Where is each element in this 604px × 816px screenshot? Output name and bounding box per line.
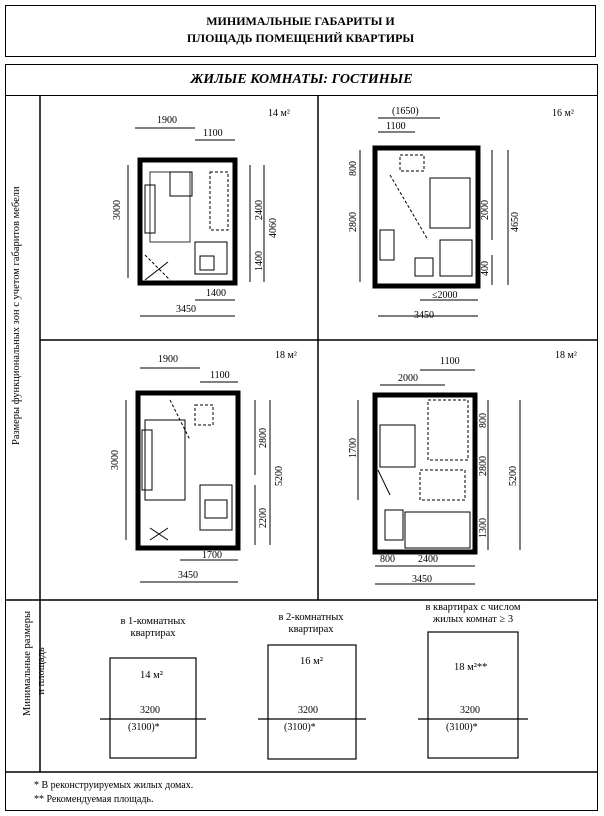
plan4-dim-bottom-a: 800 xyxy=(380,554,395,565)
table-grid xyxy=(5,95,597,773)
plan-16m2: 16 м² (1650) 1100 800 2800 2000 4650 400… xyxy=(348,106,574,321)
plan4-dim-right-d: 1300 xyxy=(478,518,489,538)
min2-area: 16 м² xyxy=(300,656,323,667)
min3-width: 3200 xyxy=(460,705,480,716)
plan4-dim-top-b: 2000 xyxy=(398,373,418,384)
plan2-dim-bottom-b: 3450 xyxy=(414,310,434,321)
plan1-dim-top-b: 1100 xyxy=(203,128,223,139)
main-table: ЖИЛЫЕ КОМНАТЫ: ГОСТИНЫЕ xyxy=(5,64,598,811)
plan2-dim-right-a: 2000 xyxy=(480,200,491,220)
min1-width-reconstructed: (3100)* xyxy=(128,722,160,733)
min1-caption-line2: квартирах xyxy=(130,628,176,639)
plan4-area: 18 м² xyxy=(555,350,577,361)
min3-caption: в квартирах с числом жилых комнат ≥ 3 xyxy=(408,602,538,626)
plan3-dim-right-b: 5200 xyxy=(274,466,285,486)
min2-caption-line2: квартирах xyxy=(288,624,334,635)
plan4-dim-left: 1700 xyxy=(348,438,359,458)
plan2-dim-right-b: 4650 xyxy=(510,212,521,232)
plan1-dim-bottom-a: 1400 xyxy=(206,288,226,299)
plan3-dim-right-a: 2800 xyxy=(258,428,269,448)
footnote-1: * В реконструируемых жилых домах. xyxy=(34,780,194,791)
section-header: ЖИЛЫЕ КОМНАТЫ: ГОСТИНЫЕ xyxy=(6,65,597,96)
plan2-dim-left-a: 800 xyxy=(348,161,359,176)
min3-area: 18 м²** xyxy=(454,662,488,673)
plan-14m2: 14 м² 1900 1100 3000 2400 4060 1400 1400… xyxy=(112,108,290,317)
min1-area: 14 м² xyxy=(140,670,163,681)
plan3-dim-bottom-b: 3450 xyxy=(178,570,198,581)
min3-caption-line1: в квартирах с числом xyxy=(425,602,521,613)
plan-18m2-b: 18 м² 1100 2000 1700 800 2800 5200 1300 … xyxy=(348,350,577,585)
plan2-dim-left-b: 2800 xyxy=(348,212,359,232)
plan4-dim-top-a: 1100 xyxy=(440,356,460,367)
plan2-dim-top-b: 1100 xyxy=(386,121,406,132)
plan1-dim-right-b: 4060 xyxy=(268,218,279,238)
plan3-dim-right-c: 2200 xyxy=(258,508,269,528)
plan-18m2-a: 18 м² 1900 1100 3000 2800 5200 2200 1700… xyxy=(110,350,297,583)
plan1-dim-left: 3000 xyxy=(112,200,123,220)
min3-caption-line2: жилых комнат ≥ 3 xyxy=(432,614,514,625)
plan4-dim-bottom-c: 3450 xyxy=(412,574,432,585)
min1-width: 3200 xyxy=(140,705,160,716)
plan4-dim-right-c: 5200 xyxy=(508,466,519,486)
min1-caption-line1: в 1-комнатных xyxy=(120,616,186,627)
plan4-dim-right-b: 2800 xyxy=(478,456,489,476)
plan4-dim-bottom-b: 2400 xyxy=(418,554,438,565)
min2-caption-line1: в 2-комнатных xyxy=(278,612,344,623)
min3-width-reconstructed: (3100)* xyxy=(446,722,478,733)
min1-caption: в 1-комнатных квартирах xyxy=(100,616,206,640)
min2-width: 3200 xyxy=(298,705,318,716)
plan3-area: 18 м² xyxy=(275,350,297,361)
plan2-dim-right-c: 400 xyxy=(480,261,491,276)
plan1-dim-right-a: 2400 xyxy=(254,200,265,220)
plan3-dim-top-b: 1100 xyxy=(210,370,230,381)
min2-width-reconstructed: (3100)* xyxy=(284,722,316,733)
plan2-dim-top-a: (1650) xyxy=(392,106,419,117)
minimum-boxes xyxy=(100,631,528,760)
footnote-2: ** Рекомендуемая площадь. xyxy=(34,794,154,805)
plan3-dim-top-a: 1900 xyxy=(158,354,178,365)
title-line-2: ПЛОЩАДЬ ПОМЕЩЕНИЙ КВАРТИРЫ xyxy=(186,31,415,45)
title-line-1: МИНИМАЛЬНЫЕ ГАБАРИТЫ И xyxy=(206,14,395,28)
plan2-area: 16 м² xyxy=(552,108,574,119)
plan3-dim-bottom-a: 1700 xyxy=(202,550,222,561)
min2-caption: в 2-комнатных квартирах xyxy=(258,612,364,636)
plan3-dim-left: 3000 xyxy=(110,450,121,470)
plan1-dim-top-a: 1900 xyxy=(157,115,177,126)
plan2-dim-bottom-a: ≤2000 xyxy=(432,290,458,301)
plan1-dim-bottom-b: 3450 xyxy=(176,304,196,315)
plan4-dim-right-a: 800 xyxy=(478,413,489,428)
plan1-dim-right-c: 1400 xyxy=(254,251,265,271)
plan1-area: 14 м² xyxy=(268,108,290,119)
document-title: МИНИМАЛЬНЫЕ ГАБАРИТЫ И ПЛОЩАДЬ ПОМЕЩЕНИЙ… xyxy=(5,5,596,57)
